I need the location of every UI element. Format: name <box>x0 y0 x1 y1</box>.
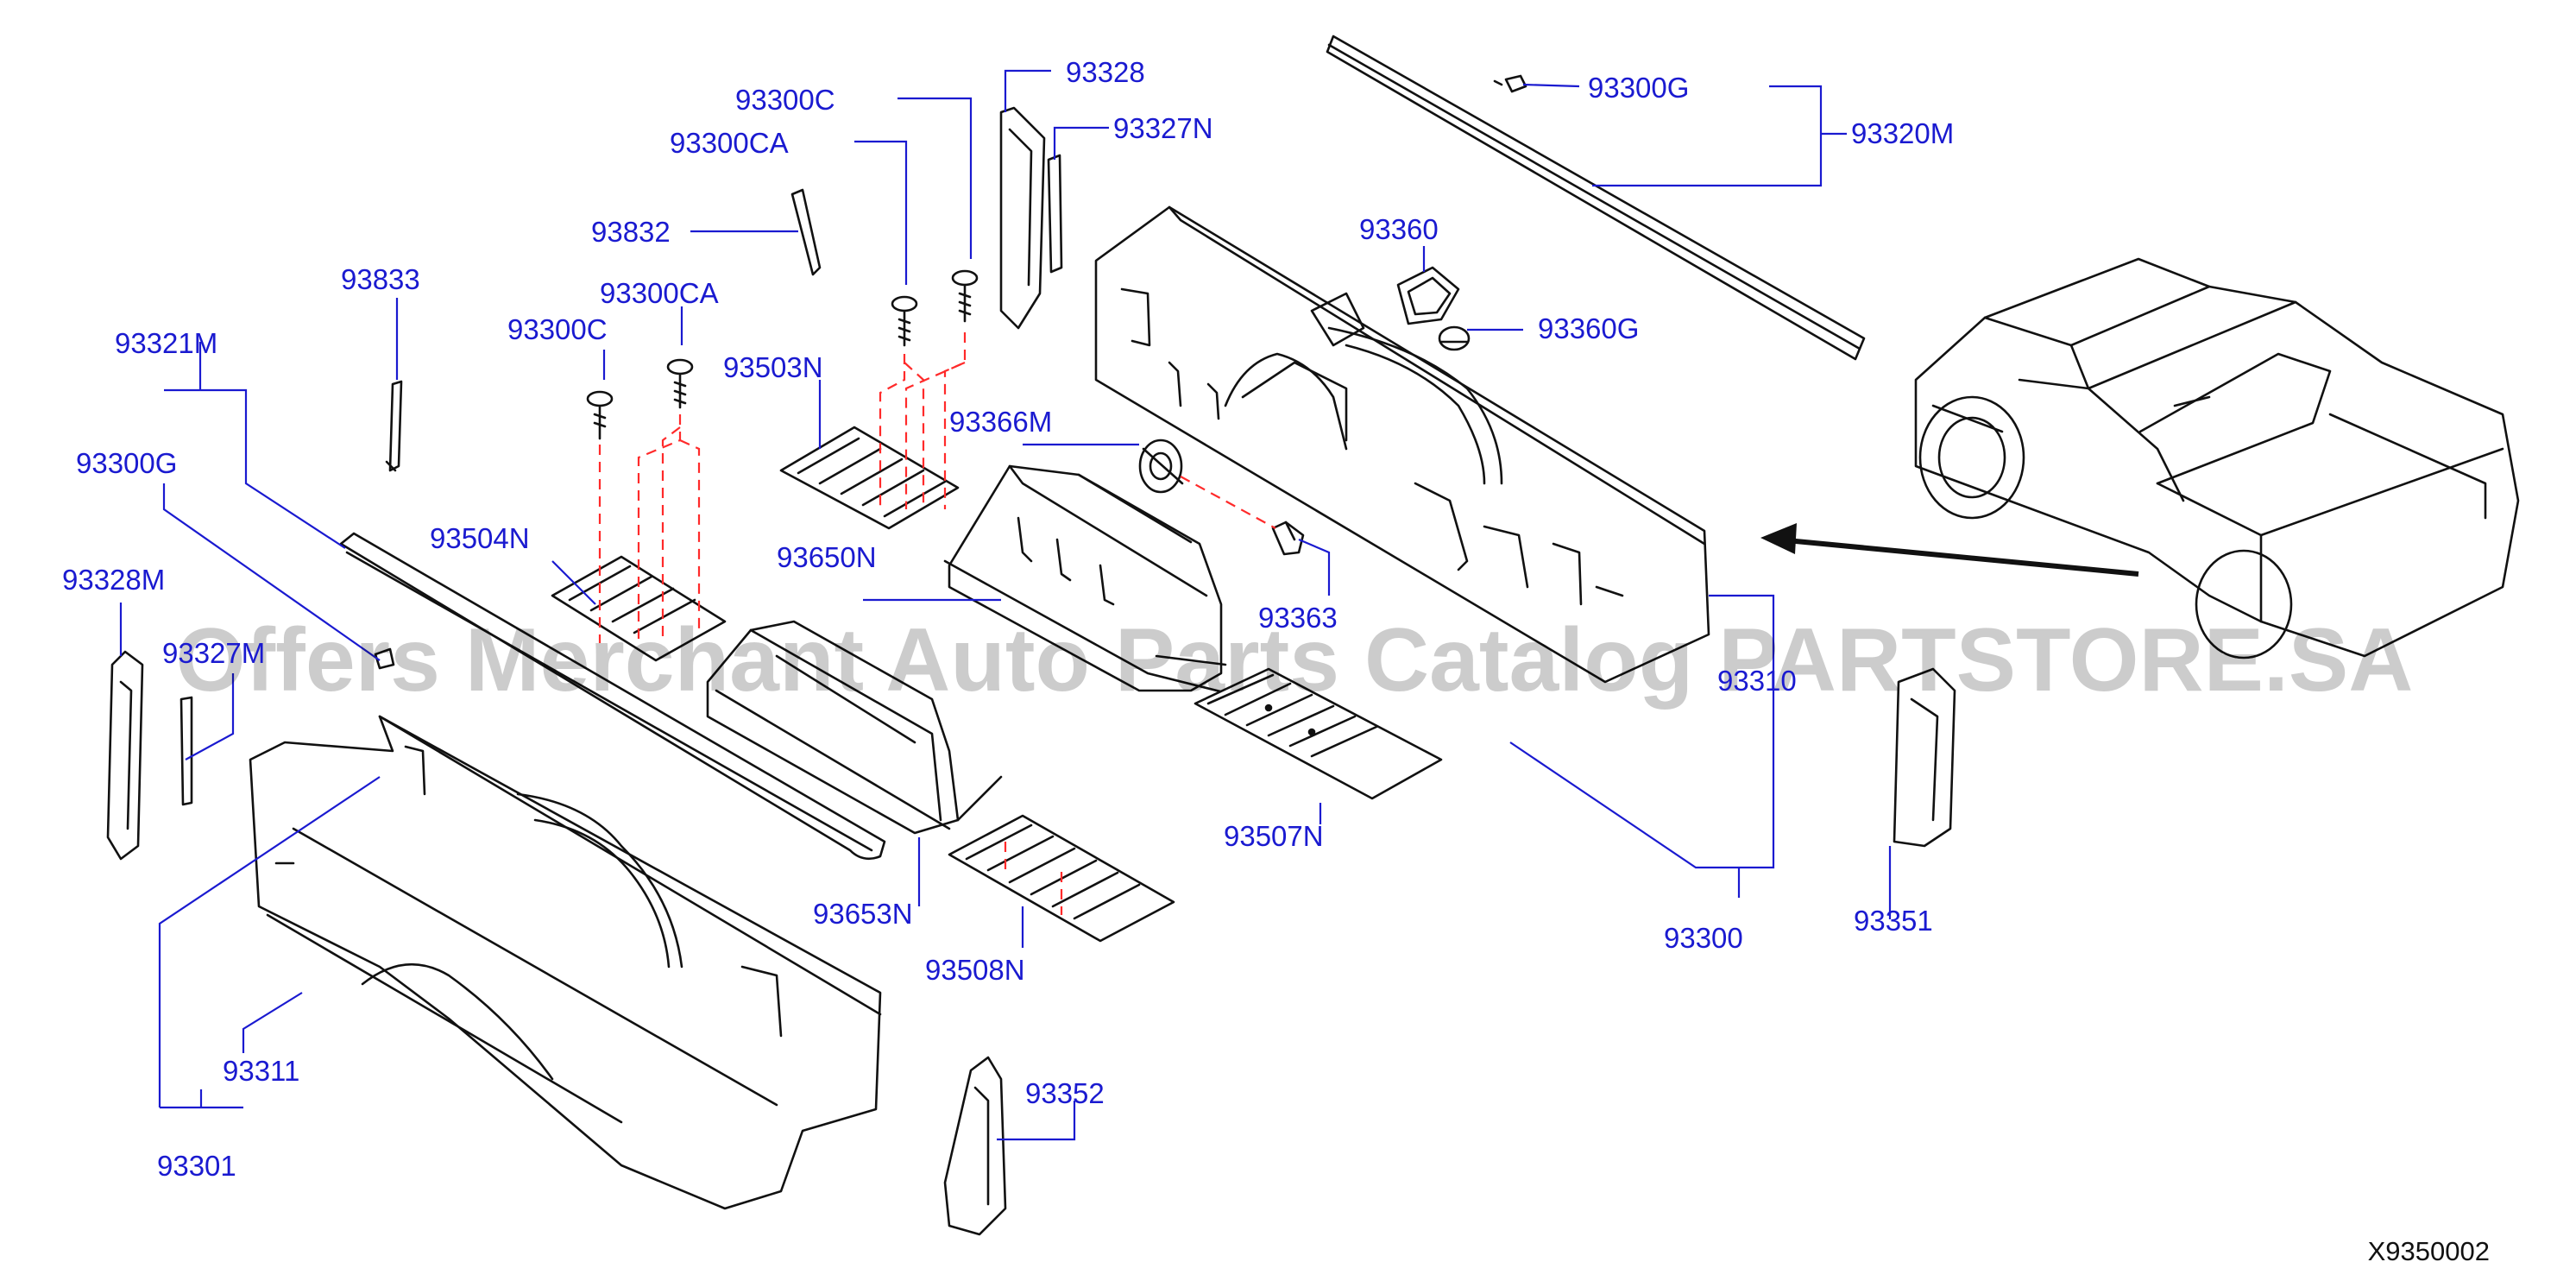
part-label-93508n[interactable]: 93508N <box>925 954 1025 986</box>
grommet-93360 <box>1396 266 1460 325</box>
wheelhouse-93650n <box>943 464 1296 701</box>
part-label-93360g[interactable]: 93360G <box>1538 312 1639 344</box>
left-rail-93321m <box>339 532 886 861</box>
cover-93366m <box>1138 439 1184 494</box>
part-labels: 93300C 93328 93327N 93300G 93320M 93300C… <box>62 56 1954 1182</box>
part-label-93300g-left[interactable]: 93300G <box>76 447 177 479</box>
part-label-93650n[interactable]: 93650N <box>777 541 877 573</box>
part-label-93363[interactable]: 93363 <box>1258 602 1338 634</box>
part-label-93327m[interactable]: 93327M <box>162 637 265 669</box>
part-label-93327n[interactable]: 93327N <box>1113 112 1213 144</box>
diagram-reference-code: X9350002 <box>2368 1236 2490 1266</box>
guide-line-93363 <box>1180 476 1276 529</box>
part-label-93833[interactable]: 93833 <box>341 263 420 295</box>
part-label-93320m[interactable]: 93320M <box>1851 117 1954 149</box>
corner-post-93352 <box>943 1056 1007 1236</box>
leader-lines <box>119 69 1892 1141</box>
top-rail-93320m <box>1326 35 1866 361</box>
bracket-93833 <box>385 380 403 472</box>
strip-93327n <box>1047 154 1063 274</box>
part-label-93300c-b[interactable]: 93300C <box>507 313 608 345</box>
part-label-93503n[interactable]: 93503N <box>723 351 823 383</box>
part-label-93300ca-b[interactable]: 93300CA <box>600 277 719 309</box>
clip-93363 <box>1271 521 1305 556</box>
part-label-93360[interactable]: 93360 <box>1359 213 1439 245</box>
part-label-93310[interactable]: 93310 <box>1717 665 1797 697</box>
corner-post-93328m <box>106 650 144 861</box>
part-label-93300g-top[interactable]: 93300G <box>1588 72 1689 104</box>
part-label-93301[interactable]: 93301 <box>157 1150 236 1182</box>
pointer-arrow <box>1760 523 2139 577</box>
part-label-93311[interactable]: 93311 <box>223 1055 299 1087</box>
wheelhouse-93653n <box>706 620 1003 835</box>
part-label-93351[interactable]: 93351 <box>1854 905 1933 937</box>
floor-strip-93507n <box>1194 667 1443 800</box>
part-label-93507n[interactable]: 93507N <box>1224 820 1324 852</box>
watermark: Offers Merchant Auto Parts Catalog PARTS… <box>176 610 2414 710</box>
truck-illustration <box>1914 257 2520 659</box>
part-label-93653n[interactable]: 93653N <box>813 898 913 930</box>
part-label-93300c[interactable]: 93300C <box>735 84 835 116</box>
clip-93300g-top <box>1493 74 1527 93</box>
part-label-93832[interactable]: 93832 <box>591 216 671 248</box>
part-label-93328[interactable]: 93328 <box>1066 56 1145 88</box>
part-label-93328m[interactable]: 93328M <box>62 564 165 596</box>
front-panel-93310 <box>1094 205 1710 684</box>
side-panel-93301 <box>249 715 882 1210</box>
part-label-93300ca[interactable]: 93300CA <box>670 127 789 159</box>
screw-93300c-a <box>951 269 979 323</box>
guide-lines-center <box>598 332 967 643</box>
screw-93300c-b <box>586 390 614 440</box>
guide-lines-93508n <box>1004 842 1063 915</box>
floor-strip-93503n <box>779 426 960 530</box>
screw-93300ca-a <box>891 295 918 347</box>
part-label-93300[interactable]: 93300 <box>1664 922 1743 954</box>
plug-93360g <box>1438 325 1471 351</box>
part-label-93321m[interactable]: 93321M <box>115 327 217 359</box>
corner-post-93328 <box>999 106 1046 330</box>
bracket-93832 <box>790 188 822 276</box>
part-label-93504n[interactable]: 93504N <box>430 522 530 554</box>
part-label-93366m[interactable]: 93366M <box>949 406 1052 438</box>
part-label-93352[interactable]: 93352 <box>1025 1077 1105 1109</box>
clip-93300g-left <box>374 647 395 670</box>
strip-93327m <box>180 696 193 806</box>
corner-post-93351 <box>1893 667 1956 848</box>
screw-93300ca-b <box>666 358 694 409</box>
